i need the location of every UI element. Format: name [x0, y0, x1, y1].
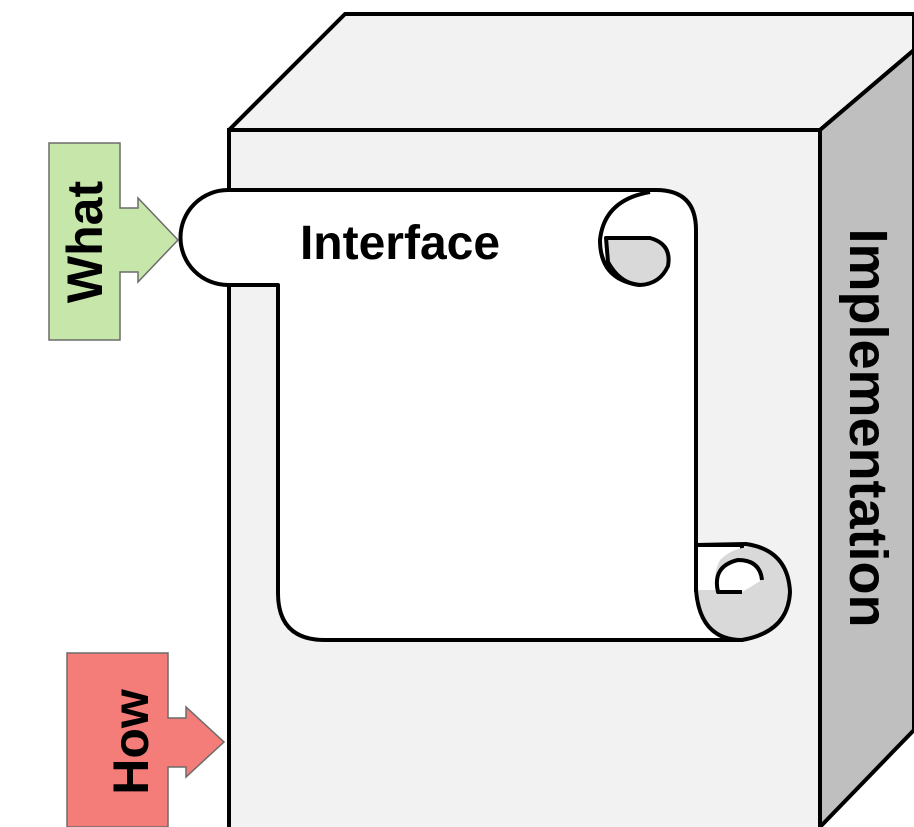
scroll-bottom-curl-inner — [715, 558, 764, 594]
how-arrow-shape — [66, 652, 226, 827]
interface-label: Interface — [300, 217, 500, 270]
what-label: What — [57, 181, 113, 304]
implementation-label: Implementation — [838, 228, 898, 627]
box-top-face — [227, 12, 914, 132]
how-label: How — [103, 689, 159, 795]
scroll-sheet — [178, 188, 744, 642]
scroll-bottom-curl-outline — [694, 542, 792, 642]
scroll-top-curl-outline — [597, 190, 651, 287]
what-arrow: What — [48, 142, 180, 341]
interface-scroll: Interface — [178, 188, 792, 642]
what-arrow-shape — [48, 142, 180, 341]
how-arrow: How — [66, 652, 226, 827]
